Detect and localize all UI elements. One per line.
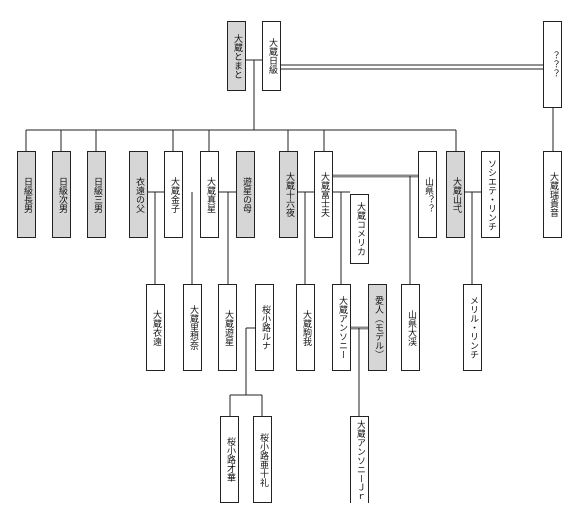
person-label: 大蔵遊星 <box>223 309 233 346</box>
person-label: 山県？？ <box>423 176 433 213</box>
person-label: メリル・リンチ <box>468 296 478 359</box>
person-label: 日級長男 <box>22 176 32 213</box>
person-mistress-model: 愛人（モデル） <box>368 284 387 371</box>
person-yamagata-unknown: 山県？？ <box>418 151 437 238</box>
person-okura-anthony-jr: 大蔵アンソニーＪｒ <box>350 416 369 503</box>
person-meryl-lynch: メリル・リンチ <box>463 284 482 371</box>
person-yamagata-daikei: 山県大渓 <box>401 284 420 371</box>
person-sakurakoji-runa: 桜小路ルナ <box>255 284 274 371</box>
person-societe-lynch: ソシエテ・リンチ <box>481 151 500 238</box>
person-label: 大蔵富士夫 <box>319 172 329 217</box>
person-label: 愛人（モデル） <box>373 296 383 359</box>
person-label: 日級次男 <box>57 176 67 213</box>
person-label: 大蔵衣遠 <box>151 309 161 346</box>
person-label: 遊星の母 <box>241 176 251 213</box>
person-label: 大蔵真星 <box>205 176 215 213</box>
person-label: 大蔵日級 <box>267 38 277 74</box>
person-label: 大蔵十六夜 <box>284 172 294 217</box>
person-okura-risona: 大蔵里想奈 <box>183 284 202 371</box>
person-okura-tomato: 大蔵とまと <box>227 21 246 91</box>
person-label: 衣遠の父 <box>134 176 144 213</box>
person-okura-komerika: 大蔵コメリカ <box>350 194 369 264</box>
person-label: 大蔵コメリカ <box>355 202 365 256</box>
person-nikkyu-jinan: 日級次男 <box>52 151 71 238</box>
person-label: 大蔵アンソニーＪｒ <box>355 419 365 501</box>
person-label: 大蔵山弌 <box>451 176 461 213</box>
person-okura-nikkyu: 大蔵日級 <box>262 21 281 91</box>
person-okura-mizuki: 大蔵瑞貴音 <box>543 151 562 238</box>
person-label: 大蔵瑞貴音 <box>548 172 558 217</box>
person-yuusei-mother: 遊星の母 <box>236 151 255 238</box>
person-okura-fujio: 大蔵富士夫 <box>314 151 333 238</box>
person-unknown-top: ？？？ <box>543 21 562 108</box>
person-okura-yamashiro: 大蔵山弌 <box>446 151 465 238</box>
person-okura-shinsei: 大蔵真星 <box>200 151 219 238</box>
person-okura-izayoi: 大蔵十六夜 <box>279 151 298 238</box>
person-label: 山県大渓 <box>406 309 416 346</box>
person-label: 桜小路亜十礼 <box>258 432 268 487</box>
person-label: ソシエテ・リンチ <box>486 158 496 231</box>
person-label: 桜小路才華 <box>225 437 235 482</box>
person-okura-kaneko: 大蔵金子 <box>164 151 183 238</box>
person-ie-father: 衣遠の父 <box>129 151 148 238</box>
person-okura-ie: 大蔵衣遠 <box>146 284 165 371</box>
person-nikkyu-chonan: 日級長男 <box>17 151 36 238</box>
person-okura-anthony: 大蔵アンソニー <box>332 284 351 371</box>
person-nikkyu-sannan: 日級三男 <box>87 151 106 238</box>
person-okura-yuusei: 大蔵遊星 <box>218 284 237 371</box>
person-label: 日級三男 <box>92 176 102 213</box>
person-okura-komaga: 大蔵駒我 <box>296 284 315 371</box>
person-label: 大蔵アンソニー <box>337 296 347 359</box>
person-label: 大蔵里想奈 <box>188 305 198 350</box>
person-label: ？？？ <box>548 51 558 78</box>
person-label: 大蔵金子 <box>169 176 179 213</box>
person-label: 桜小路ルナ <box>260 305 270 350</box>
person-sakurakoji-akari: 桜小路亜十礼 <box>253 416 272 503</box>
person-label: 大蔵とまと <box>232 33 242 79</box>
person-label: 大蔵駒我 <box>301 309 311 346</box>
person-sakurakoji-saika: 桜小路才華 <box>220 416 239 503</box>
